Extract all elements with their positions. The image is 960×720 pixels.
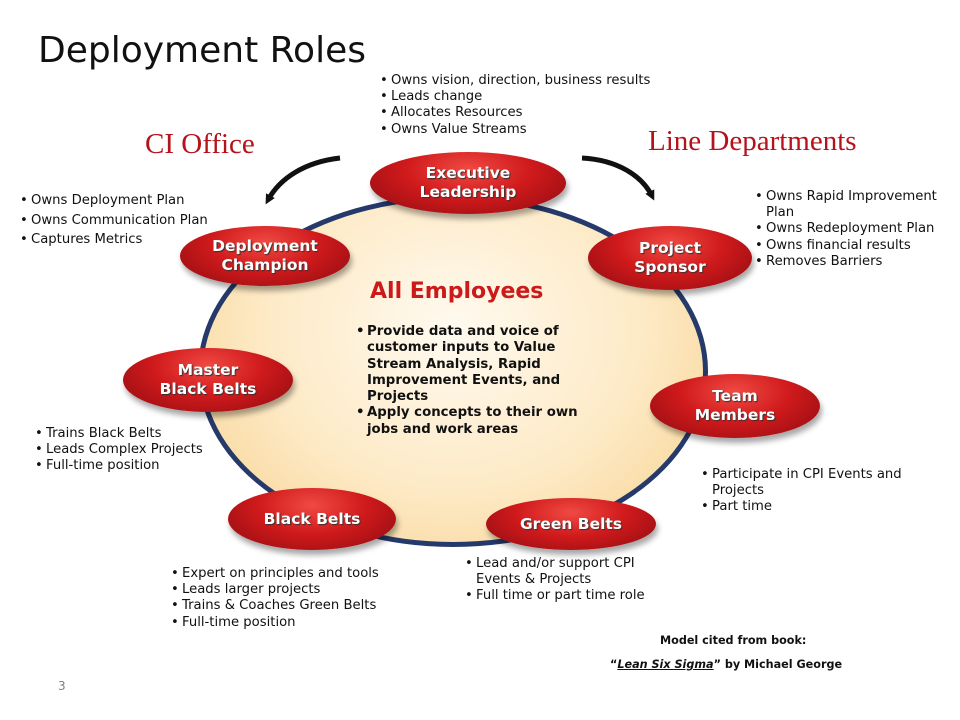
all-employees-bullet: Provide data and voice of customer input… (356, 324, 608, 405)
deployment-champion-bullets: Owns Deployment Plan Owns Communication … (20, 191, 208, 250)
team-members-bullet: Part time (701, 499, 931, 515)
executive-bullet: Leads change (380, 89, 650, 105)
black-belts-role: Black Belts (228, 488, 396, 550)
deployment-champion-label: Deployment Champion (212, 237, 318, 274)
project-sponsor-bullets: Owns Rapid Improvement Plan Owns Redeplo… (755, 189, 955, 270)
all-employees-title: All Employees (370, 279, 544, 304)
project-sponsor-bullet: Owns Redeployment Plan (755, 221, 955, 237)
executive-bullet: Owns vision, direction, business results (380, 73, 650, 89)
page-number: 3 (58, 679, 66, 693)
green-belts-role: Green Belts (486, 498, 656, 550)
green-belts-bullet: Lead and/or support CPI Events & Project… (465, 556, 665, 588)
executive-bullet: Owns Value Streams (380, 122, 650, 138)
deployment-champion-role: Deployment Champion (180, 226, 350, 286)
team-members-label: Team Members (694, 387, 776, 424)
deployment-champion-bullet: Owns Communication Plan (20, 211, 208, 231)
green-belts-bullet: Full time or part time role (465, 588, 665, 604)
team-members-bullet: Participate in CPI Events and Projects (701, 467, 931, 499)
ci-office-heading: CI Office (145, 128, 255, 160)
black-belts-label: Black Belts (263, 509, 361, 528)
ci-office-arrow (265, 155, 341, 205)
page-title: Deployment Roles (38, 30, 366, 71)
team-members-role: Team Members (650, 374, 820, 438)
master-black-belts-bullet: Full-time position (35, 458, 203, 474)
black-belts-bullet: Trains & Coaches Green Belts (171, 598, 379, 614)
citation-line-1: Model cited from book: (660, 634, 807, 647)
line-departments-arrow (581, 155, 655, 201)
executive-leadership-label: Executive Leadership (419, 164, 517, 201)
master-black-belts-label: Master Black Belts (159, 361, 257, 398)
executive-leadership-bullets: Owns vision, direction, business results… (380, 73, 650, 138)
citation-book-title: Lean Six Sigma (617, 658, 714, 671)
master-black-belts-bullet: Trains Black Belts (35, 426, 203, 442)
line-departments-heading: Line Departments (648, 125, 857, 157)
master-black-belts-role: Master Black Belts (123, 348, 293, 412)
executive-bullet: Allocates Resources (380, 105, 650, 121)
citation-author: ” by Michael George (713, 658, 843, 671)
green-belts-bullets: Lead and/or support CPI Events & Project… (465, 556, 665, 605)
master-black-belts-bullets: Trains Black Belts Leads Complex Project… (35, 426, 203, 475)
all-employees-list: Provide data and voice of customer input… (356, 324, 608, 438)
executive-leadership-role: Executive Leadership (370, 152, 566, 214)
project-sponsor-bullet: Owns financial results (755, 238, 955, 254)
all-employees-bullet: Apply concepts to their own jobs and wor… (356, 405, 608, 438)
project-sponsor-label: Project Sponsor (634, 239, 706, 276)
deployment-champion-bullet: Owns Deployment Plan (20, 191, 208, 211)
project-sponsor-bullet: Owns Rapid Improvement Plan (755, 189, 955, 221)
black-belts-bullets: Expert on principles and tools Leads lar… (171, 566, 379, 631)
deployment-champion-bullet: Captures Metrics (20, 230, 208, 250)
master-black-belts-bullet: Leads Complex Projects (35, 442, 203, 458)
project-sponsor-role: Project Sponsor (588, 226, 752, 290)
black-belts-bullet: Full-time position (171, 615, 379, 631)
black-belts-bullet: Expert on principles and tools (171, 566, 379, 582)
green-belts-label: Green Belts (519, 514, 623, 533)
citation-line-2: “Lean Six Sigma” by Michael George (610, 658, 842, 671)
team-members-bullets: Participate in CPI Events and Projects P… (701, 467, 931, 516)
black-belts-bullet: Leads larger projects (171, 582, 379, 598)
project-sponsor-bullet: Removes Barriers (755, 254, 955, 270)
citation-open-quote: “ (610, 658, 618, 671)
